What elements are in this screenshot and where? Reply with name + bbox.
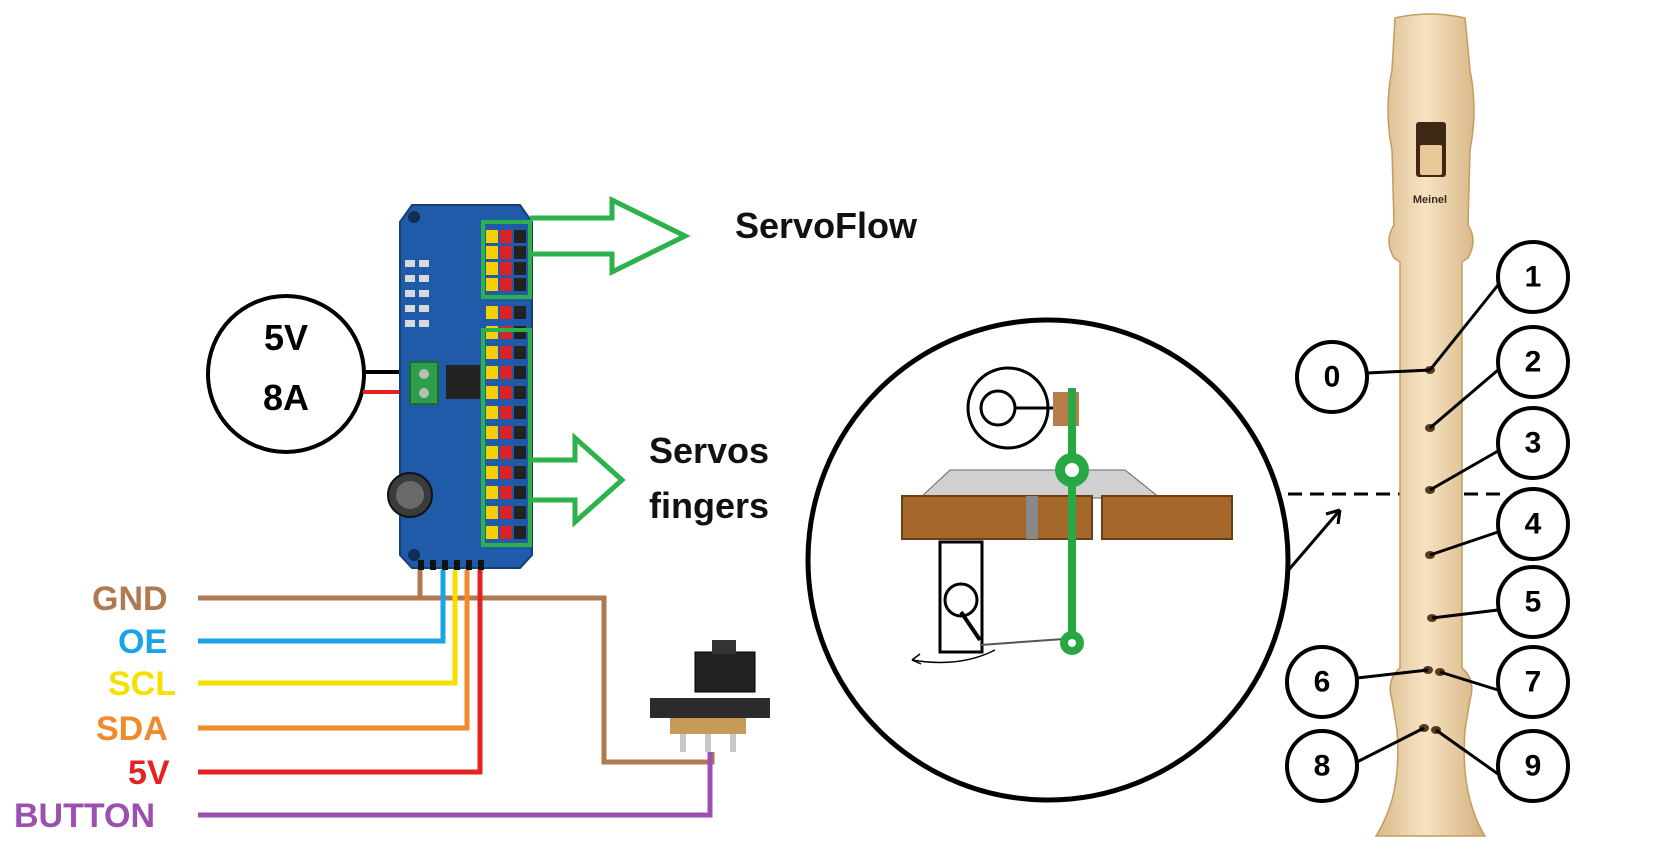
hole-number-1: 1 xyxy=(1525,261,1542,294)
servoflow-label: ServoFlow xyxy=(735,205,918,246)
hole-number-badge xyxy=(1496,325,1570,399)
hole-number-badge xyxy=(1496,487,1570,561)
wire-label-gnd: GND xyxy=(92,580,168,618)
hole-number-8: 8 xyxy=(1314,750,1331,783)
hole-leader-line xyxy=(1356,726,1425,764)
hole-leader-line xyxy=(1366,368,1431,375)
hole-number-badge xyxy=(1285,729,1359,803)
power-current-label: 8A xyxy=(263,377,309,418)
wire-5v xyxy=(198,570,483,775)
servos-highlight-box xyxy=(481,328,532,547)
hole-number-badge xyxy=(1496,565,1570,639)
hole-number-9: 9 xyxy=(1525,750,1542,783)
hole-number-4: 4 xyxy=(1525,508,1542,541)
power-supply-badge: 5V 8A xyxy=(206,294,366,454)
hole-leader-line xyxy=(1429,449,1499,492)
slide-switch xyxy=(650,640,770,752)
hole-number-badge xyxy=(1295,340,1369,414)
hole-number-badge xyxy=(1496,240,1570,314)
hole-leader-line xyxy=(1439,670,1499,692)
wire-label-oe: OE xyxy=(118,623,167,661)
wire-label-sda: SDA xyxy=(96,710,168,748)
wiring xyxy=(198,570,715,818)
wire-button xyxy=(198,752,713,818)
pointer-line xyxy=(1284,509,1342,574)
hole-number-badge xyxy=(1496,729,1570,803)
power-voltage-label: 5V xyxy=(264,317,308,358)
servo-driver-board xyxy=(387,204,533,570)
servo-mechanism-detail xyxy=(805,317,1291,803)
servoflow-arrow xyxy=(530,195,691,277)
wire-label-button: BUTTON xyxy=(14,797,155,835)
servos-label-line1: Servos xyxy=(649,430,769,471)
hole-leader-line xyxy=(1431,608,1499,620)
wire-sda xyxy=(198,570,470,731)
wire-label-scl: SCL xyxy=(108,665,176,703)
hole-number-badge xyxy=(1496,645,1570,719)
hole-leader-line xyxy=(1429,368,1499,430)
servoflow-highlight-box xyxy=(481,220,532,299)
hole-number-3: 3 xyxy=(1525,427,1542,460)
hole-number-7: 7 xyxy=(1525,666,1542,699)
hole-number-2: 2 xyxy=(1525,346,1542,379)
hole-leader-line xyxy=(1428,284,1500,371)
hole-number-6: 6 xyxy=(1314,666,1331,699)
servos-label-line2: fingers xyxy=(649,485,769,526)
wire-scl xyxy=(198,570,458,686)
hole-number-badge xyxy=(1285,645,1359,719)
hole-leader-line xyxy=(1429,530,1499,557)
hole-number-0: 0 xyxy=(1324,361,1341,394)
hole-leader-line xyxy=(1356,668,1429,680)
recorder-brand: Meinel xyxy=(1413,194,1447,206)
hole-leader-line xyxy=(1435,728,1499,776)
hole-number-5: 5 xyxy=(1525,586,1542,619)
hole-number-badge xyxy=(1496,406,1570,480)
wire-oe xyxy=(198,570,446,644)
wire-label-5v: 5V xyxy=(128,754,170,792)
servos-arrow xyxy=(530,432,626,528)
